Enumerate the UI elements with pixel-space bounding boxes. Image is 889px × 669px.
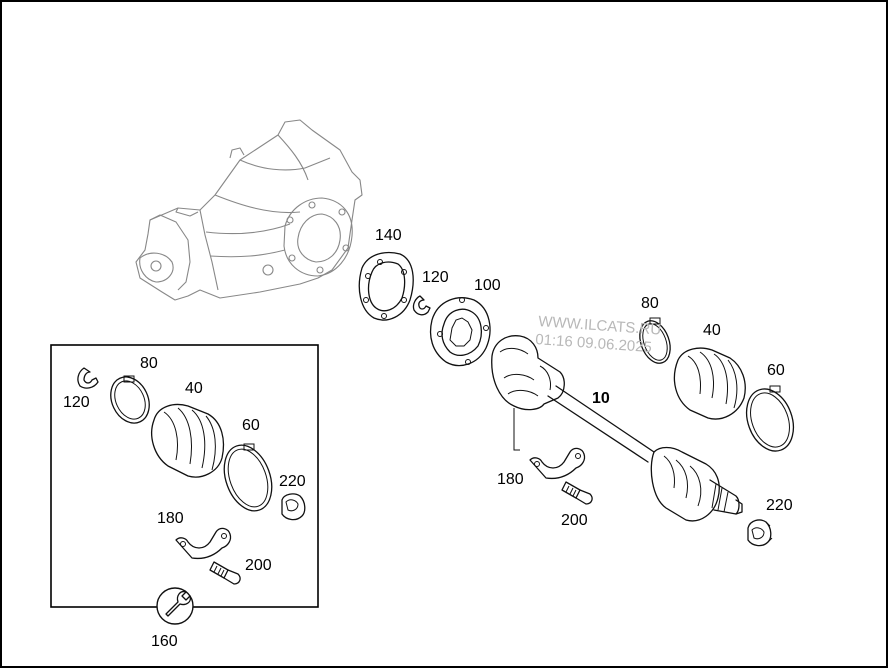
label-140: 140 [375,227,402,244]
label-200: 200 [561,512,588,529]
part-40-boot [673,347,746,420]
differential-housing [135,119,363,301]
kit-180-retainer [175,527,232,560]
label-kit-40: 40 [185,380,203,397]
kit-40-boot [151,403,225,478]
label-kit-80: 80 [140,355,158,372]
part-100-joint-flange [429,297,491,367]
part-220-nut [747,519,773,547]
label-180: 180 [497,471,524,488]
part-10-drive-shaft [491,335,743,522]
kit-60-clamp [223,443,273,512]
part-180-retainer [529,447,586,480]
label-kit-60: 60 [242,417,260,434]
label-60: 60 [767,362,785,379]
wrench-icon [156,587,194,625]
label-kit-220: 220 [279,473,306,490]
label-120: 120 [422,269,449,286]
part-80-clamp [639,317,671,364]
kit-80-clamp [110,375,150,424]
label-100: 100 [474,277,501,294]
kit-120-circlip [77,367,99,389]
part-140-cover-plate [358,251,414,321]
kit-200-bolt [209,561,241,585]
label-80: 80 [641,295,659,312]
label-160: 160 [151,633,178,650]
kit-220-nut [281,493,306,521]
part-200-bolt [561,481,593,505]
part-120-circlip [412,295,431,316]
label-kit-180: 180 [157,510,184,527]
label-kit-120: 120 [63,394,90,411]
label-10: 10 [592,390,610,407]
part-60-clamp [745,385,795,452]
label-220: 220 [766,497,793,514]
label-40: 40 [703,322,721,339]
label-kit-200: 200 [245,557,272,574]
